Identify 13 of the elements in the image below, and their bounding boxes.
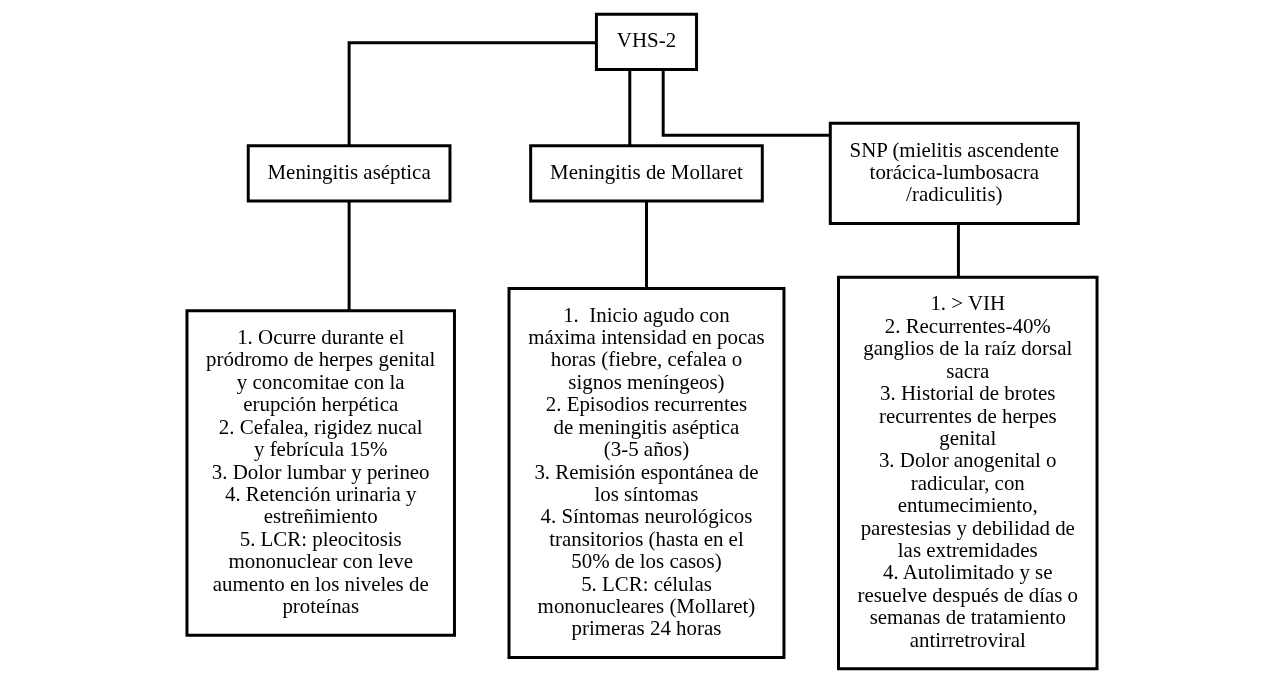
node-box: 1. Inicio agudo con máxima intensidad en pocas horas (fiebre, cefalea o signos meníngeos) 2. Episodios recurrentes de meningitis aséptica (3-5 años) 3. Remisión espontánea de los síntomas 4. Síntomas neurológicos transitorios (hasta en el 50% de los casos) 5. LCR: células mononucleares (Mollaret) primeras 24 horas (507, 286, 786, 660)
connector (347, 41, 597, 146)
node-box: 1. > VIH 2. Recurrentes-40% ganglios de la raíz dorsal sacra 3. Historial de brotes recurrentes de herpes genital 3. Dolor anogenital o radicular, con entumecimiento, parestesias y debilidad de las extremidades 4. Autolimitado y se resuelve después de días o semanas de tratamiento antirretroviral (837, 275, 1099, 671)
connector (661, 69, 830, 137)
connector (347, 201, 351, 311)
node-box: SNP (mielitis ascendente torácica-lumbosacra /radiculitis) (828, 121, 1080, 225)
connector (956, 223, 960, 277)
connector (628, 69, 632, 146)
connector (645, 201, 648, 288)
node-box: Meningitis de Mollaret (529, 144, 764, 203)
node-box: VHS-2 (594, 12, 699, 72)
node-box: 1. Ocurre durante el pródromo de herpes genital y concomitae con la erupción herpética 2. Cefalea, rigidez nucal y febrícula 15% 3. Dolor lumbar y perineo 4. Retención urinaria y estreñimiento 5. LCR: pleocitosis mononuclear con leve aumento en los niveles de proteínas (185, 309, 456, 637)
node-box: Meningitis aséptica (246, 144, 452, 203)
